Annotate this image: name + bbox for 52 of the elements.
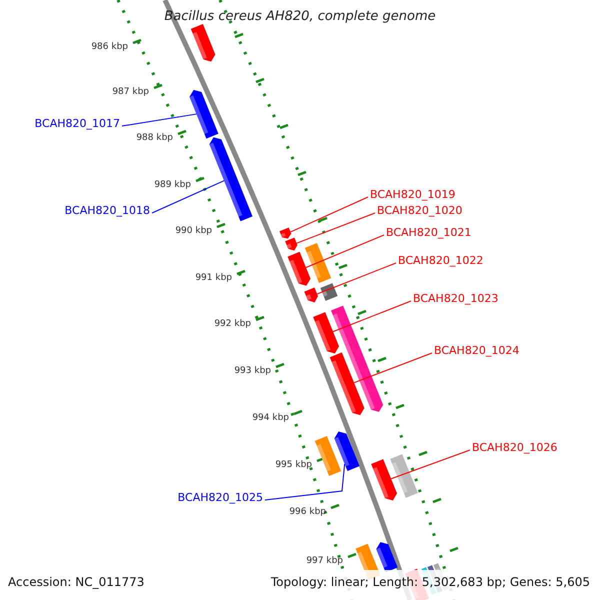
- gene-feature: [330, 352, 364, 416]
- gene-feature: [288, 252, 311, 286]
- scale-label: 991 kbp: [195, 274, 232, 282]
- gene-label: BCAH820_1020: [377, 205, 462, 216]
- leader-line: [332, 300, 412, 332]
- scale-label: 987 kbp: [112, 88, 149, 96]
- gene-feature: [376, 542, 398, 572]
- gene-feature: [371, 459, 398, 500]
- footer-text: Accession: NC_011773: [8, 576, 144, 588]
- scale-label: 990 kbp: [175, 226, 212, 236]
- gene-feature: [390, 454, 418, 498]
- scale-label: 986 kbp: [91, 42, 128, 52]
- gene-label: BCAH820_1024: [434, 345, 520, 356]
- leader-line: [122, 114, 197, 126]
- gene-feature: [313, 312, 340, 354]
- gene-label: BCAH820_1022: [398, 255, 484, 266]
- leader-line: [296, 212, 376, 244]
- gene-feature: [334, 431, 360, 471]
- leader-line: [152, 180, 225, 214]
- footer-text: Topology: linear; Length: 5,302,683 bp; Genes: 5,605: [270, 576, 590, 588]
- scale-label: 992 kbp: [214, 320, 251, 328]
- scale-label: 993 kbp: [234, 366, 271, 376]
- scale-label: 988 kbp: [136, 134, 173, 142]
- leader-line: [306, 234, 384, 268]
- leader-line: [316, 262, 396, 294]
- gene-label: BCAH820_1018: [64, 205, 150, 216]
- leader-line: [354, 352, 432, 384]
- leader-line: [290, 196, 368, 232]
- scale-label: 996 kbp: [289, 508, 326, 516]
- gene-feature: [190, 24, 216, 62]
- gene-label: BCAH820_1017: [34, 118, 120, 129]
- gene-label: BCAH820_1021: [386, 227, 472, 238]
- scale-label: 989 kbp: [154, 180, 191, 190]
- leader-line: [390, 450, 470, 480]
- gene-feature: [280, 228, 292, 239]
- leader-line: [264, 463, 346, 500]
- scale-label: 994 kbp: [252, 414, 289, 422]
- gene-feature: [320, 283, 338, 301]
- gene-feature: [285, 238, 298, 251]
- title: Bacillus cereus AH820, complete genome: [163, 10, 437, 23]
- gene-feature: [209, 137, 252, 222]
- gene-label: BCAH820_1026: [472, 442, 558, 453]
- gene-feature: [331, 306, 384, 412]
- scale-label: 997 kbp: [306, 556, 343, 566]
- gene-feature: [189, 90, 218, 139]
- gene-feature: [304, 242, 332, 284]
- gene-feature: [304, 287, 318, 302]
- gene-feature: [314, 436, 342, 476]
- gene-label: BCAH820_1023: [413, 293, 498, 304]
- scale-label: 995 kbp: [275, 460, 312, 470]
- gene-label: BCAH820_1025: [178, 492, 263, 503]
- gene-label: BCAH820_1019: [370, 189, 456, 200]
